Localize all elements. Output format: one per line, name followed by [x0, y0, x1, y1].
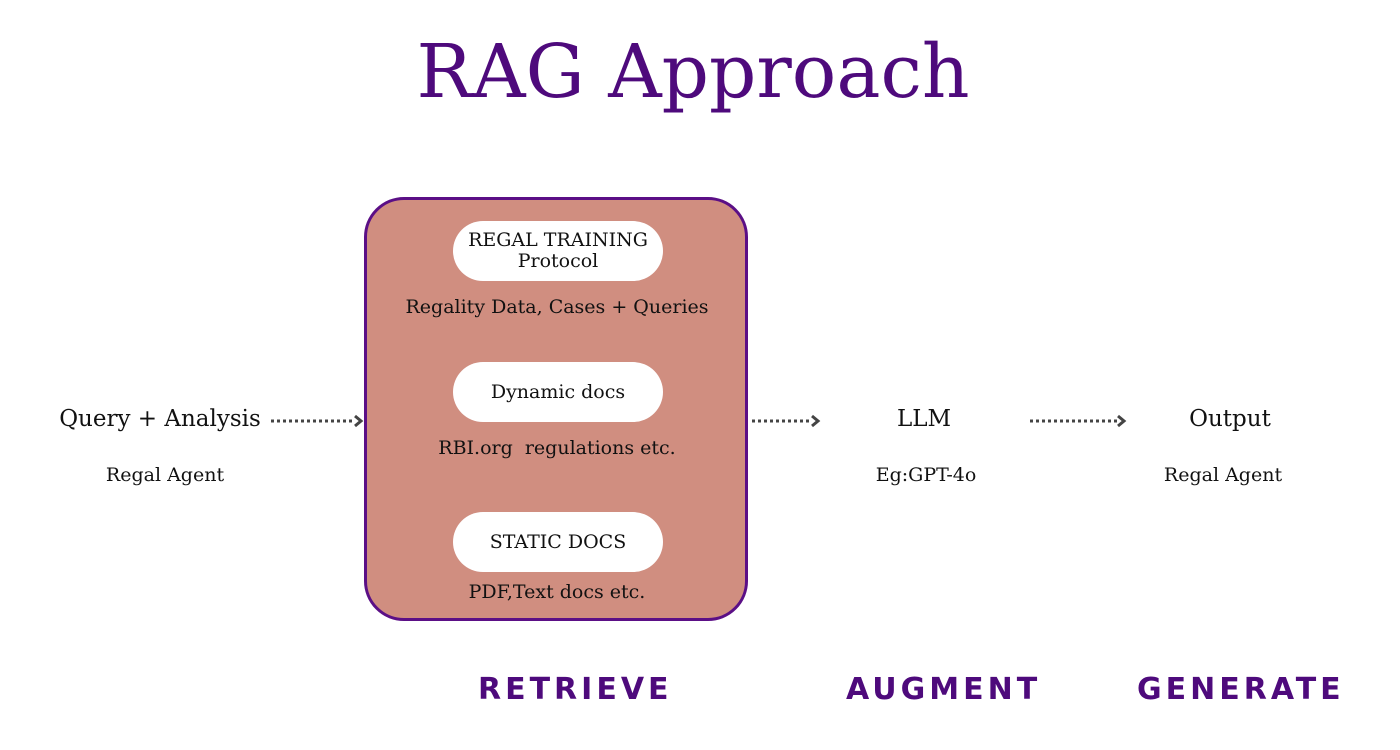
source-pill-static-docs: STATIC DOCS — [453, 512, 663, 572]
stage-label-generate: GENERATE — [1137, 672, 1345, 707]
source-description: Regality Data, Cases + Queries — [405, 296, 709, 318]
source-pill-subtitle: Protocol — [517, 250, 599, 272]
arrow-head-icon — [811, 414, 821, 428]
source-description: PDF,Text docs etc. — [468, 581, 646, 603]
output-node-label: Output — [1189, 406, 1271, 432]
arrow-head-icon — [1117, 414, 1127, 428]
arrow-input-to-retrieve — [271, 414, 364, 428]
input-node-sub: Regal Agent — [105, 464, 225, 486]
source-pill-title: STATIC DOCS — [489, 530, 627, 553]
llm-node-sub: Eg:GPT-4o — [875, 464, 977, 486]
source-pill-regal-training: REGAL TRAINING Protocol — [453, 221, 663, 281]
source-description: RBI.org regulations etc. — [438, 437, 676, 459]
llm-node-label: LLM — [896, 406, 952, 432]
stage-label-augment: AUGMENT — [846, 672, 1042, 707]
arrow-retrieve-to-llm — [752, 414, 821, 428]
source-pill-title: REGAL TRAINING — [468, 229, 648, 251]
input-node-label: Query + Analysis — [59, 406, 261, 432]
stage-label-retrieve: RETRIEVE — [478, 672, 673, 707]
source-pill-title: Dynamic docs — [490, 380, 626, 403]
output-node-sub: Regal Agent — [1163, 464, 1283, 486]
arrow-head-icon — [354, 414, 364, 428]
page-title: RAG Approach — [416, 29, 970, 115]
arrow-llm-to-output — [1030, 414, 1127, 428]
source-pill-dynamic-docs: Dynamic docs — [453, 362, 663, 422]
